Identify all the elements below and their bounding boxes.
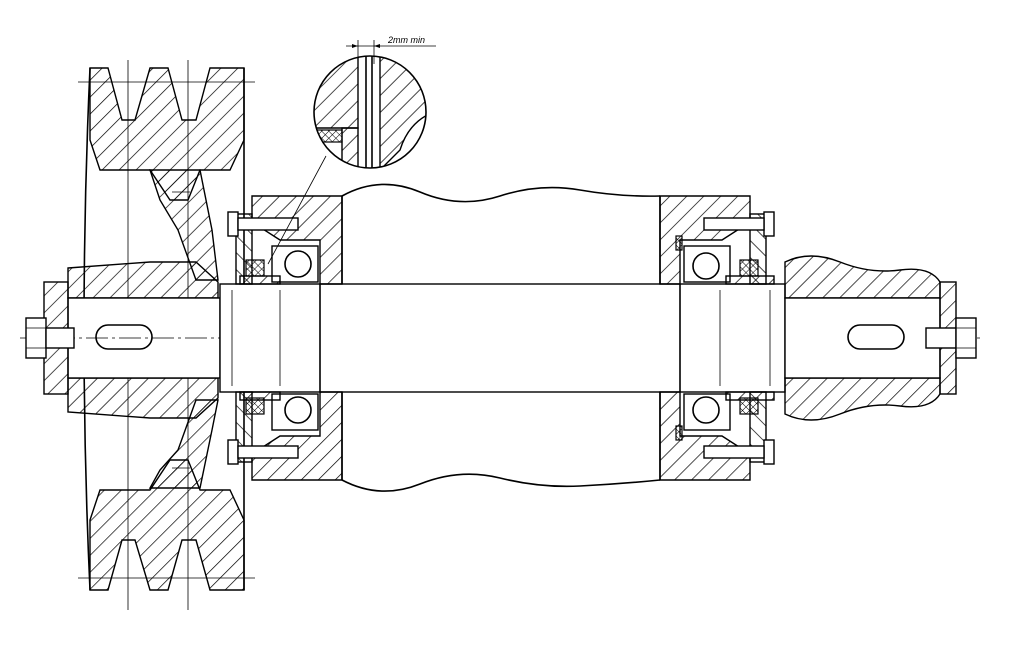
right-shaft-end	[784, 255, 977, 421]
left-bearing-housing	[227, 195, 343, 481]
right-bearing-housing	[659, 195, 775, 481]
v-belt-pulley	[67, 60, 255, 610]
central-shaft	[219, 283, 786, 393]
dimension-label: 2mm min	[387, 35, 425, 45]
